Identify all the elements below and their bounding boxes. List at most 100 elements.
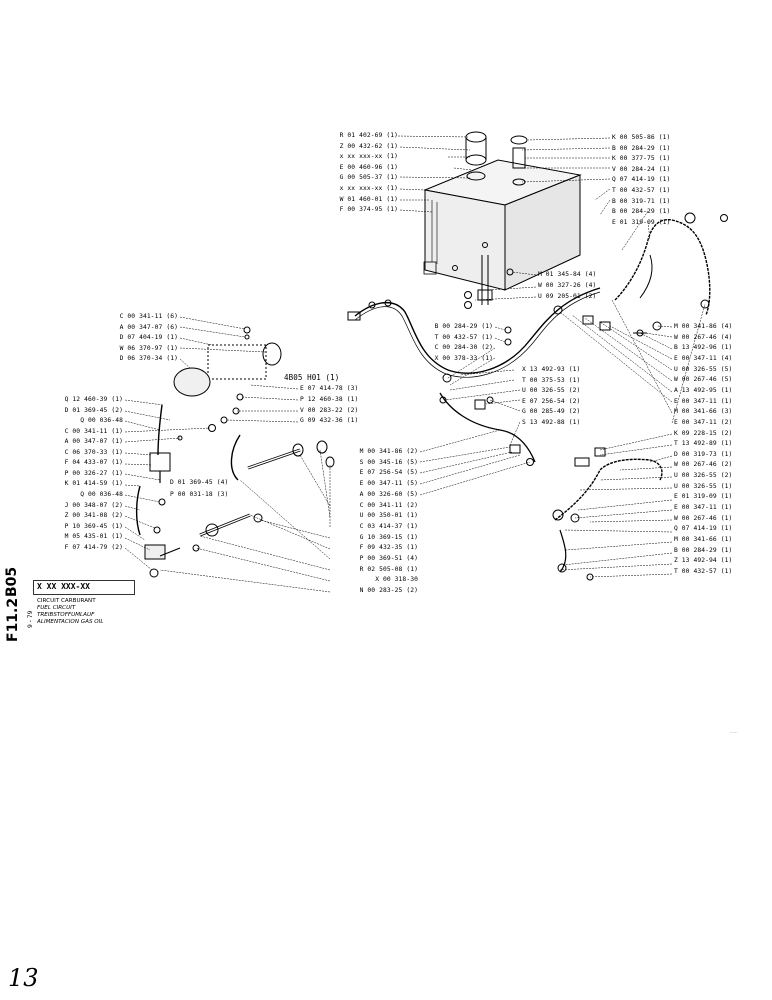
part-callout: J 00 348-07 (2) — [64, 501, 123, 509]
part-callout: C 00 341-11 (6) — [119, 313, 178, 320]
part-callout: x xx xxx-xx (1) — [339, 185, 398, 192]
part-callout: B 00 284-29 (1) — [434, 323, 493, 330]
part-callout: D 01 369-45 (2) — [64, 406, 123, 414]
part-callout: F 09 432-35 (1) — [359, 544, 418, 552]
sheet-section-code: B05 — [4, 566, 20, 597]
part-callout: T 00 432-57 (1) — [612, 187, 671, 194]
part-callout: W 00 327-26 (4) — [538, 282, 597, 289]
part-callout: N 00 283-25 (2) — [359, 587, 418, 595]
title-spanish: ALIMENTACION GAS OIL — [37, 619, 104, 625]
part-callout: Q 12 460-39 (1) — [64, 396, 123, 403]
part-callout: U 00 326-55 (2) — [522, 387, 581, 395]
part-callout: E 01 319-09 (1) — [674, 493, 733, 501]
part-callout: W 01 460-01 (1) — [339, 195, 398, 203]
part-callout: D 01 369-45 (4) — [170, 479, 229, 486]
part-callout: E 00 347-11 (1) — [674, 504, 733, 512]
part-callout: Q 07 414-19 (1) — [674, 525, 733, 533]
part-callout: F 04 433-07 (1) — [64, 459, 123, 467]
part-callout: W 00 267-46 (5) — [674, 376, 733, 384]
part-callout: M 05 435-01 (1) — [64, 533, 123, 541]
title-french: CIRCUIT CARBURANT — [37, 598, 96, 604]
part-callout: D 06 370-34 (1) — [119, 355, 178, 363]
title-block-code: X XX XXX-XX — [37, 582, 90, 591]
part-callout: X 00 378-33 (1) — [434, 354, 493, 362]
part-callout: G 10 369-15 (1) — [359, 533, 418, 541]
fuel-filter — [149, 404, 216, 506]
title-english: FUEL CIRCUIT — [37, 605, 76, 611]
part-callout: S 13 492-88 (1) — [522, 419, 581, 426]
part-callout: Z 00 432-62 (1) — [339, 142, 398, 150]
part-callout: Q 00 036-48 — [80, 490, 123, 498]
part-callout: C 00 341-11 (2) — [359, 501, 418, 509]
part-callout: S 00 345-16 (5) — [359, 458, 418, 466]
title-german: TREIBSTOFFUMLAUF — [37, 612, 95, 618]
part-callout: W 06 370-97 (1) — [119, 344, 178, 352]
part-callout: E 00 460-96 (1) — [339, 163, 398, 171]
part-callout: U 00 326-55 (1) — [674, 482, 733, 490]
part-callout: A 00 326-60 (5) — [359, 490, 418, 498]
part-callout: R 01 402-69 (1) — [339, 132, 398, 139]
part-callout: B 00 284-29 (1) — [612, 144, 671, 152]
part-callout: B 00 319-71 (1) — [612, 197, 671, 205]
part-callout: U 09 205-01 (2) — [538, 293, 597, 300]
part-callout: K 00 505-86 (1) — [612, 134, 671, 141]
part-callout: T 13 492-89 (1) — [674, 440, 733, 448]
part-callout: P 00 369-51 (4) — [359, 555, 418, 562]
part-callout: G 00 285-49 (2) — [522, 408, 581, 416]
part-callout: F 00 374-95 (1) — [339, 206, 398, 214]
part-callout: E 07 256-54 (2) — [522, 397, 581, 405]
leader-lines — [124, 135, 706, 593]
subassembly-callout: 4B05 H01 (1) — [284, 373, 340, 382]
part-callout: V 00 284-24 (1) — [612, 165, 671, 173]
part-callout: U 00 350-01 (1) — [359, 512, 418, 520]
part-callout: A 00 347-07 (1) — [64, 438, 123, 446]
part-callout: E 07 256-54 (5) — [359, 469, 418, 477]
part-callout: W 00 267-46 (4) — [674, 333, 733, 341]
part-callout: B 13 492-96 (1) — [674, 344, 733, 352]
part-callout: B 00 284-29 (1) — [674, 546, 733, 554]
part-callout: G 00 505-37 (1) — [339, 174, 398, 182]
filter-tubes — [230, 434, 335, 523]
part-callout: K 01 414-59 (1) — [64, 480, 123, 488]
part-callout: C 00 284-30 (2) — [434, 344, 493, 352]
corner-stamp: ...... — [730, 729, 738, 734]
pickup-tube — [464, 255, 493, 309]
part-callout: R 02 505-08 (1) — [359, 565, 418, 573]
part-callout: P 10 369-45 (1) — [64, 522, 123, 530]
part-callout: E 01 319-09 (1) — [612, 218, 671, 226]
lift-pump — [135, 485, 251, 578]
part-callout: X 00 318-30 — [375, 576, 418, 584]
part-callout: Q 00 036-48 — [80, 417, 123, 425]
part-callout: X 13 492-93 (1) — [522, 366, 581, 373]
part-callout: x xx xxx-xx (1) — [339, 153, 398, 161]
part-callout: E 00 347-11 (5) — [359, 480, 418, 488]
part-callout: Q 07 414-19 (1) — [612, 176, 671, 184]
part-callout: A 13 492-95 (1) — [674, 386, 733, 394]
part-callout: E 00 347-11 (2) — [674, 418, 733, 426]
hose-fitting — [684, 212, 696, 224]
part-callout: V 00 283-22 (2) — [300, 406, 359, 414]
part-callout: M 00 341-66 (3) — [674, 408, 733, 416]
part-callout: E 07 414-78 (3) — [300, 385, 359, 392]
part-callout: U 00 326-55 (5) — [674, 365, 733, 373]
part-callout: B 00 284-29 (1) — [612, 208, 671, 216]
part-callout: T 00 432-57 (1) — [434, 333, 493, 341]
title-block-frame — [33, 580, 135, 595]
part-callout: C 06 370-33 (1) — [64, 448, 123, 456]
part-callout: Z 00 341-08 (2) — [64, 512, 123, 520]
fuel-line-return — [439, 392, 536, 463]
page-number: 13 — [8, 964, 39, 992]
part-callout: W 00 267-46 (2) — [674, 461, 733, 469]
part-callout: C 03 414-37 (1) — [359, 522, 418, 530]
part-callout: K 00 377-75 (1) — [612, 155, 671, 163]
part-callout: G 09 432-36 (1) — [300, 417, 359, 425]
part-callout: M 00 341-66 (1) — [674, 536, 733, 543]
part-callout: M 01 345-84 (4) — [538, 271, 597, 278]
part-callout: M 00 341-86 (4) — [674, 323, 733, 330]
part-callout: C 00 341-11 (1) — [64, 427, 123, 435]
part-callout: U 00 326-55 (2) — [674, 472, 733, 480]
part-callout: E 00 347-11 (4) — [674, 354, 733, 362]
part-callout: E 00 347-11 (1) — [674, 397, 733, 405]
part-callout: T 00 375-53 (1) — [522, 376, 581, 384]
